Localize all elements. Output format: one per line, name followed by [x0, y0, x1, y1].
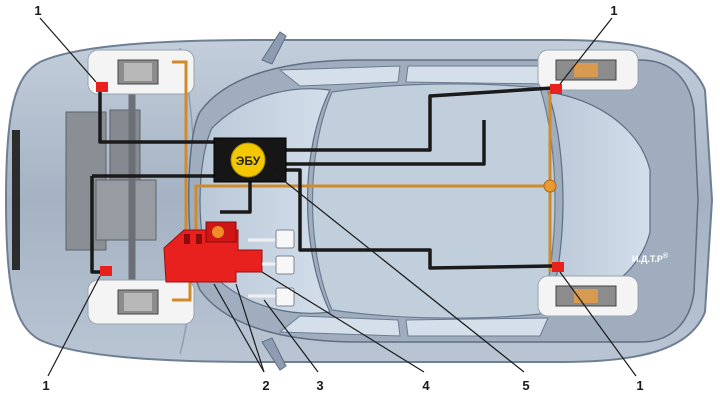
relay-boxes: [248, 229, 295, 307]
wheel-front-left: [87, 49, 195, 95]
wheel-sensor-front-left: [96, 82, 108, 92]
cabin: [188, 31, 699, 371]
roof: [311, 83, 556, 319]
wheel-sensor-front-right: [100, 266, 112, 276]
front-grille: [12, 130, 20, 270]
callout-1-front-left: 1: [34, 3, 41, 18]
callout-3-valve-block: 3: [316, 378, 323, 393]
wiring-harness: [90, 86, 553, 274]
mirror-right: [261, 337, 287, 371]
callout-2-hydraulic-unit: 2: [262, 378, 269, 393]
hydraulic-unit: [163, 221, 263, 283]
callout-5-ecu: 5: [522, 378, 529, 393]
wheel-sensor-rear-right: [552, 262, 564, 272]
ecu-label: ЭБУ: [236, 154, 261, 168]
callout-4-pump-relay: 4: [422, 378, 430, 393]
brake-line-tee: [543, 179, 557, 193]
wheel-front-right: [87, 279, 195, 325]
publisher-credit: И.Д.Т.Р®: [632, 252, 669, 264]
ecu-unit: ЭБУ: [213, 137, 287, 183]
callout-1-rear-right: 1: [636, 378, 643, 393]
mirror-left: [261, 31, 287, 65]
engine-drivetrain: [65, 80, 157, 300]
callout-1-rear-left: 1: [610, 3, 617, 18]
leader-lines: [39, 17, 637, 377]
callout-1-front-right: 1: [42, 378, 49, 393]
wheel-sensor-rear-left: [550, 84, 562, 94]
